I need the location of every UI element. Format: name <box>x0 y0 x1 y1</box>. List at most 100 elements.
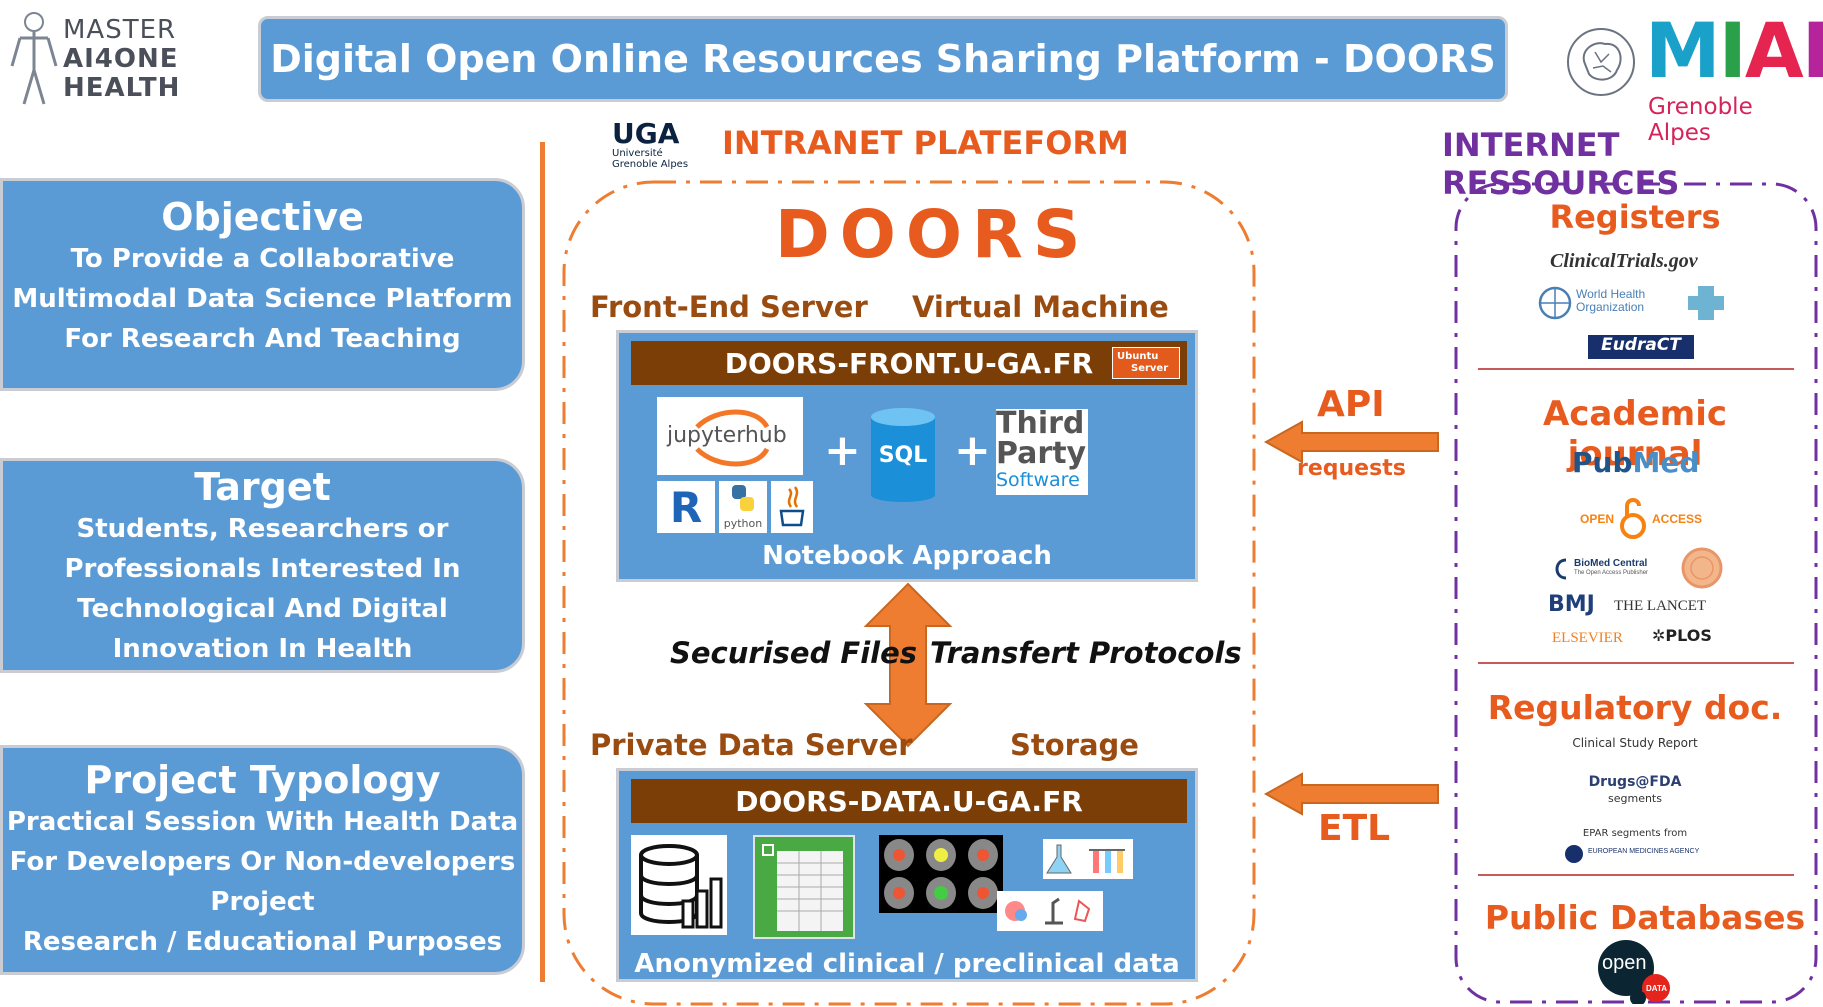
plos-text: PLOS <box>1665 626 1712 645</box>
uga-sub: Grenoble Alpes <box>612 159 689 170</box>
jupyterhub-text: jupyterhub <box>667 423 787 448</box>
title-banner: Digital Open Online Resources Sharing Pl… <box>258 16 1508 102</box>
open-data-logo: open DATA <box>1596 938 1676 1004</box>
double-arrow-icon <box>863 582 953 748</box>
secure-files-label: Securised Files <box>670 636 918 670</box>
typology-line: Research / Educational Purposes <box>22 927 503 957</box>
objective-card: Objective To Provide a Collaborative Mul… <box>0 178 525 391</box>
target-line: Technological And Digital <box>77 594 448 624</box>
typology-line: Practical Session With Health Data <box>6 807 519 837</box>
master-ai4one-health-logo: MASTER AI4ONE HEALTH <box>8 8 198 108</box>
brain-scans-image <box>879 835 1003 913</box>
bmc-subtext: The Open Access Publisher <box>1574 570 1649 576</box>
bmj-logo: BMJ <box>1548 592 1595 617</box>
flask-icon <box>1046 844 1125 874</box>
project-typology-heading: Project Typology <box>84 758 441 802</box>
drugs-fda-logo: Drugs@FDA <box>1588 774 1682 790</box>
section-divider <box>1478 874 1794 876</box>
globe-icon <box>1538 286 1572 320</box>
party-text: Party <box>996 436 1087 471</box>
r-logo: R <box>657 481 715 533</box>
project-typology-card: Project Typology Practical Session With … <box>0 745 525 975</box>
epar-text: EPAR segments from <box>1582 828 1688 839</box>
database-chart-icon <box>631 835 727 935</box>
miai-word: MIAI <box>1645 6 1823 95</box>
objective-line: To Provide a Collaborative <box>70 244 455 274</box>
ubuntu-badge: Ubuntu Server <box>1112 347 1180 379</box>
human-body-icon <box>10 12 58 105</box>
open-lock-icon <box>1620 498 1646 539</box>
regulatory-doc-heading: Regulatory doc. <box>1487 688 1783 727</box>
java-logo <box>771 481 813 533</box>
who-text: World Health <box>1576 287 1646 301</box>
open-access-logo: OPEN ACCESS <box>1580 496 1710 540</box>
uga-sub: Université <box>612 148 663 159</box>
objective-line: For Research And Teaching <box>64 324 461 354</box>
storage-label: Storage <box>1010 728 1139 762</box>
jupyterhub-logo: jupyterhub <box>657 397 803 475</box>
data-host: DOORS-DATA.U-GA.FR <box>735 784 1083 818</box>
bmc-icon <box>1555 558 1567 580</box>
front-host: DOORS-FRONT.U-GA.FR <box>724 346 1094 380</box>
brain-icon <box>1567 28 1635 96</box>
python-snake-icon <box>732 485 754 511</box>
bmc-text: BioMed Central <box>1574 558 1648 569</box>
transfer-protocols-label: Transfert Protocols <box>930 636 1242 670</box>
sql-logo: SQL <box>867 405 939 503</box>
ubuntu-text: Ubuntu <box>1117 351 1159 362</box>
typology-line: For Developers Or Non-developers <box>9 847 516 877</box>
r-text: R <box>669 482 703 532</box>
spreadsheet-icon <box>753 835 855 939</box>
sql-text: SQL <box>878 443 928 468</box>
logo-line-2: AI4ONE <box>63 44 179 74</box>
public-databases-heading: Public Databases <box>1484 898 1806 937</box>
requests-label: requests <box>1297 456 1406 481</box>
section-divider <box>1478 662 1794 664</box>
software-text: Software <box>996 469 1080 491</box>
target-heading: Target <box>194 465 331 509</box>
intranet-heading: INTRANET PLATEFORM <box>722 124 1129 162</box>
microscope-icon <box>1005 897 1091 925</box>
miai-logo: MIAI Grenoble Alpes <box>1565 6 1823 146</box>
lab-tools-icon <box>997 891 1103 931</box>
uga-logo: UGA Université Grenoble Alpes <box>612 120 702 180</box>
java-cup-icon <box>779 486 805 527</box>
data-text: DATA <box>1646 984 1668 993</box>
biomed-central-logo: BioMed Central The Open Access Publisher <box>1552 556 1664 582</box>
plus-sign: + <box>954 425 991 476</box>
doors-heading: DOORS <box>775 196 1091 273</box>
data-caption: Anonymized clinical / preclinical data <box>634 949 1180 979</box>
etl-label: ETL <box>1318 808 1391 849</box>
academic-journal-heading: Academic journal <box>1542 394 1728 474</box>
elsevier-logo: ELSEVIER <box>1552 630 1623 646</box>
registers-heading: Registers <box>1549 198 1721 236</box>
target-line: Students, Researchers or <box>76 514 449 544</box>
api-arrow-icon <box>1263 420 1439 464</box>
third-party-software-logo: Third Party Software <box>996 409 1088 495</box>
open-access-text: OPEN <box>1580 512 1615 526</box>
eudract-logo: EudraCT <box>1588 335 1694 359</box>
who-logo: World Health Organization <box>1538 286 1688 322</box>
segments-text: segments <box>1608 792 1662 805</box>
ema-text: EUROPEAN MEDICINES AGENCY <box>1588 848 1700 855</box>
divider-line <box>540 142 545 982</box>
logo-line-3: HEALTH <box>63 73 181 103</box>
ema-star-icon <box>1565 845 1583 863</box>
target-card: Target Students, Researchers or Professi… <box>0 458 525 673</box>
data-server-box: DOORS-DATA.U-GA.FR <box>616 768 1198 982</box>
objective-heading: Objective <box>161 195 364 239</box>
ema-logo: EUROPEAN MEDICINES AGENCY <box>1564 844 1704 864</box>
open-data-icon <box>1598 940 1670 1004</box>
plos-gear-icon: ✲ <box>1652 626 1666 645</box>
front-host-bar: DOORS-FRONT.U-GA.FR <box>631 341 1187 385</box>
medical-cross-icon <box>1688 286 1724 320</box>
clinical-study-report-logo: Clinical Study Report <box>1572 736 1698 750</box>
open-access-text: ACCESS <box>1652 512 1703 526</box>
ubuntu-text: Server <box>1131 363 1169 374</box>
uga-word: UGA <box>612 117 680 150</box>
lab-flasks-icon <box>1043 839 1133 879</box>
miai-city: Grenoble Alpes <box>1648 94 1753 146</box>
brain-scan-icon <box>884 839 998 909</box>
python-text: python <box>723 517 763 530</box>
jupyter-orbit-icon <box>695 409 770 467</box>
